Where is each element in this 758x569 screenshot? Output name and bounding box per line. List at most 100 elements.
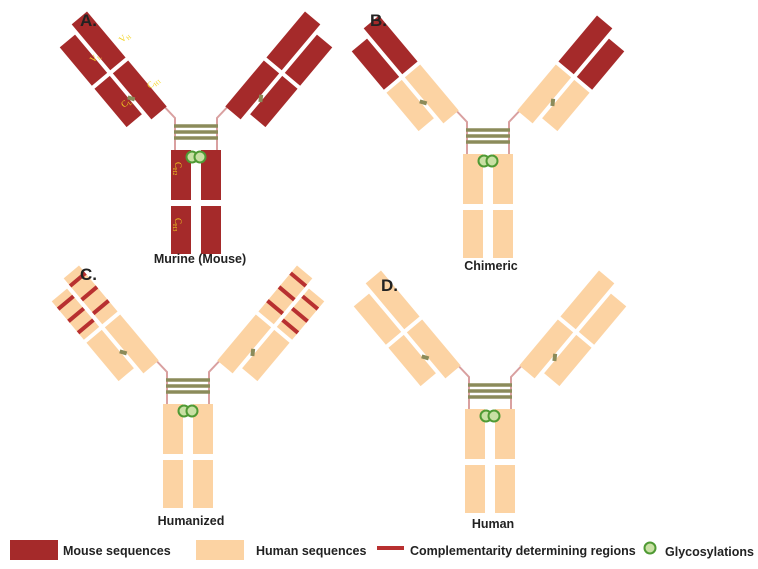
panel-d-glyco-right bbox=[487, 409, 501, 423]
vl-label: VL bbox=[88, 50, 104, 66]
panel-d-right-arm bbox=[519, 270, 627, 387]
legend-cdr-swatch bbox=[377, 546, 404, 550]
panel-b-right-cl-domain bbox=[542, 79, 590, 132]
panel-c-right-arm bbox=[217, 265, 325, 382]
panel-d-right-cl-domain bbox=[544, 334, 592, 387]
panel-c-ch3-right bbox=[193, 460, 213, 508]
panel-b-ch3-right bbox=[493, 210, 513, 258]
ch3-label: CH3 bbox=[171, 218, 183, 231]
panel-a-ch3-right bbox=[201, 206, 221, 254]
panel-b-ch2-right bbox=[493, 154, 513, 204]
panel-d-left-vl-domain bbox=[353, 293, 402, 345]
legend-glyco-label: Glycosylations bbox=[665, 545, 754, 559]
panel-a-left-cl-domain bbox=[94, 75, 142, 128]
panel-d-right-light-disulfide bbox=[552, 353, 558, 362]
legend-human-swatch bbox=[196, 540, 244, 560]
panel-d-letter: D. bbox=[381, 276, 398, 295]
panel-b-right-vh-domain bbox=[558, 15, 613, 75]
panel-d-right-vh-domain bbox=[560, 270, 615, 330]
panel-c-left-vl-cdr-0 bbox=[56, 294, 75, 311]
panel-a-caption: Murine (Mouse) bbox=[154, 252, 246, 266]
panel-b-letter: B. bbox=[370, 11, 387, 30]
panel-a-right-light-disulfide bbox=[258, 94, 264, 103]
panel-c-left-ch1-domain bbox=[104, 314, 159, 374]
panel-c-left-cl-domain bbox=[86, 329, 134, 382]
legend-cdr-label: Complementarity determining regions bbox=[410, 544, 636, 558]
panel-a-left-vh-domain bbox=[71, 11, 126, 71]
panel-b-left-vh-domain bbox=[363, 15, 418, 75]
panel-c-left-vh-cdr-1 bbox=[80, 285, 99, 302]
panel-d-left-cl-domain bbox=[388, 334, 436, 387]
panel-b-ch2-left bbox=[463, 154, 483, 204]
panel-a-left-vl-domain bbox=[59, 34, 108, 86]
panel-c-left-vl-cdr-1 bbox=[67, 306, 86, 323]
panel-d-caption: Human bbox=[472, 517, 514, 531]
panel-b-right-arm bbox=[517, 15, 625, 132]
panel-d-antibody bbox=[353, 270, 627, 513]
ch2-label: CH2 bbox=[171, 162, 183, 175]
panel-a-ch3-left bbox=[171, 206, 191, 254]
panel-a-letter: A. bbox=[80, 11, 97, 30]
panel-c-ch3-left bbox=[163, 460, 183, 508]
panel-c-left-light-disulfide bbox=[119, 349, 128, 356]
panel-c-ch2-left bbox=[163, 404, 183, 454]
panel-c-antibody bbox=[51, 265, 325, 508]
panel-d-left-ch1-domain bbox=[406, 319, 461, 379]
panel-d-ch2-left bbox=[465, 409, 485, 459]
panel-a-left-light-disulfide bbox=[127, 95, 136, 102]
cl-label: CL bbox=[119, 95, 134, 111]
domain-labels: VH VL CH1 CL CH2 CH3 bbox=[88, 29, 183, 231]
panel-d-right-vl-domain bbox=[578, 293, 627, 345]
panel-a-right-ch1-domain bbox=[225, 60, 280, 120]
legend-mouse-swatch bbox=[10, 540, 58, 560]
panel-c-letter: C. bbox=[80, 265, 97, 284]
panel-d-left-arm bbox=[353, 270, 461, 387]
panel-a-left-arm bbox=[59, 11, 167, 128]
panel-c-left-vh-cdr-0 bbox=[68, 271, 87, 288]
vh-label: VH bbox=[117, 29, 134, 46]
legend-glyco-icon bbox=[643, 541, 657, 555]
legend-human-label: Human sequences bbox=[256, 544, 367, 558]
panel-b-antibody bbox=[351, 15, 625, 258]
panel-c-right-light-disulfide bbox=[250, 348, 256, 357]
panel-d-right-ch1-domain bbox=[519, 319, 574, 379]
panel-b-caption: Chimeric bbox=[464, 259, 518, 273]
panel-c-glyco-right bbox=[185, 404, 199, 418]
panel-b-left-ch1-domain bbox=[404, 64, 459, 124]
panel-c-right-cl-domain bbox=[242, 329, 290, 382]
panel-c-left-vh-cdr-2 bbox=[91, 299, 110, 316]
panel-a-left-ch1-domain bbox=[112, 60, 167, 120]
panel-a-ch2-right bbox=[201, 150, 221, 200]
panel-b-ch3-left bbox=[463, 210, 483, 258]
panel-b-glyco-right bbox=[485, 154, 499, 168]
antibody-panels bbox=[51, 11, 627, 513]
panel-d-ch3-right bbox=[495, 465, 515, 513]
panel-c-right-vh-cdr-1 bbox=[277, 285, 296, 302]
panel-a-right-vl-domain bbox=[284, 34, 333, 86]
panel-a-right-vh-domain bbox=[266, 11, 321, 71]
panel-b-right-light-disulfide bbox=[550, 98, 556, 107]
panel-c-right-vh-cdr-2 bbox=[266, 299, 285, 316]
panel-b-left-arm bbox=[351, 15, 459, 132]
panel-c-right-vh-cdr-0 bbox=[289, 271, 308, 288]
panel-a-right-cl-domain bbox=[250, 75, 298, 128]
panel-d-ch3-left bbox=[465, 465, 485, 513]
panel-d-ch2-right bbox=[495, 409, 515, 459]
panel-c-left-arm bbox=[51, 265, 159, 382]
panel-b-left-cl-domain bbox=[386, 79, 434, 132]
panel-a-ch2-left bbox=[171, 150, 191, 200]
panel-b-right-ch1-domain bbox=[517, 64, 572, 124]
panel-a-right-arm bbox=[225, 11, 333, 128]
ch1-label: CH1 bbox=[145, 74, 163, 92]
panel-c-left-vl-cdr-2 bbox=[76, 318, 95, 335]
panel-d-left-vh-domain bbox=[365, 270, 420, 330]
panel-d-left-light-disulfide bbox=[421, 354, 430, 361]
panel-b-right-vl-domain bbox=[576, 38, 625, 90]
panel-c-right-vl-cdr-1 bbox=[290, 306, 309, 323]
panel-b-left-vl-domain bbox=[351, 38, 400, 90]
panel-a-antibody bbox=[59, 11, 333, 254]
panel-c-ch2-right bbox=[193, 404, 213, 454]
panel-c-right-ch1-domain bbox=[217, 314, 272, 374]
